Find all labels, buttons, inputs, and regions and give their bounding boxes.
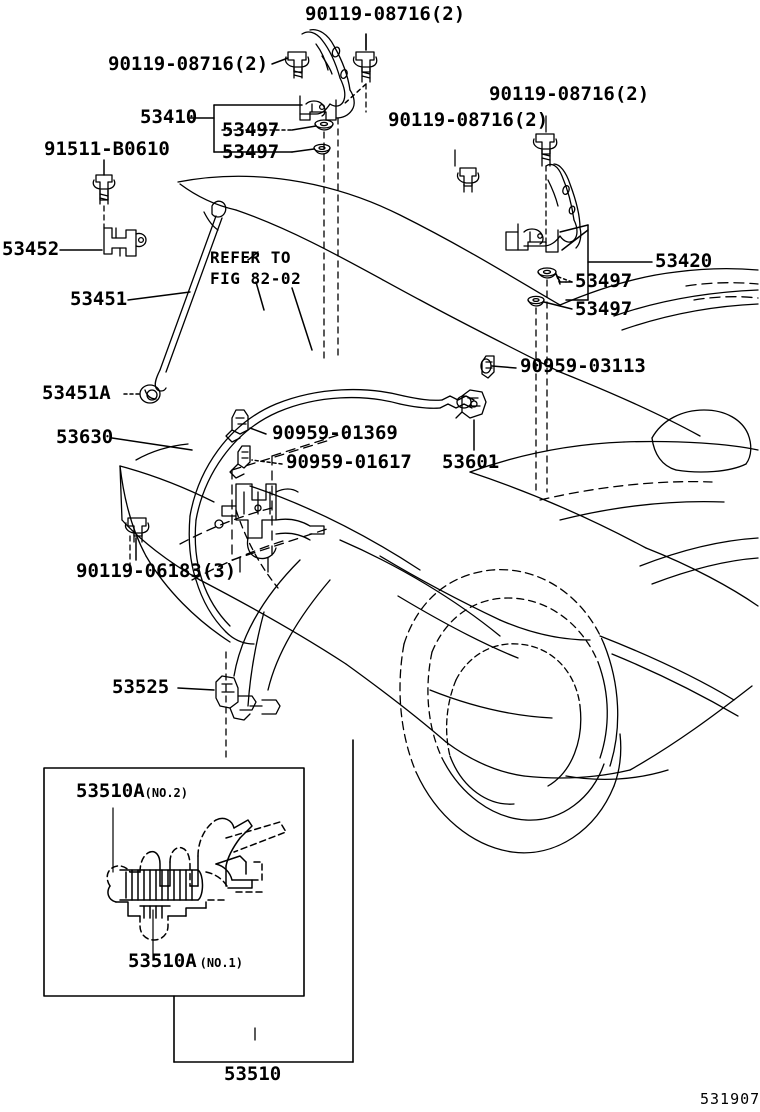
label-53452: 53452 <box>2 238 60 260</box>
label-53510A-no1-number: 53510A <box>128 950 197 972</box>
label-53497-c: 53497 <box>575 270 633 292</box>
bolt-90119-midr <box>454 149 480 193</box>
hood-lock-assembly <box>221 483 325 573</box>
label-53510A-no1: 53510A(NO.1) <box>128 952 243 971</box>
label-53451: 53451 <box>70 288 128 310</box>
washer-53497-b <box>313 143 331 155</box>
refer-note-line2: FIG 82-02 <box>210 269 302 288</box>
label-53510A-no1-suffix: (NO.1) <box>199 956 243 970</box>
clip-90959-01369 <box>225 409 249 443</box>
label-90959-01369: 90959-01369 <box>272 422 398 444</box>
label-53497-d: 53497 <box>575 298 633 320</box>
bolt-90119-left <box>284 51 310 79</box>
washer-53497-d <box>527 295 545 307</box>
washer-53497-a <box>314 119 334 131</box>
bolt-90119-right <box>532 115 558 247</box>
label-53525: 53525 <box>112 676 170 698</box>
label-53451A: 53451A <box>42 382 111 404</box>
clip-90959-03113 <box>480 355 495 379</box>
refer-note-line1: REFER TO <box>210 248 292 267</box>
label-90119-08716-right: 90119-08716(2) <box>489 83 650 105</box>
hood-release-cable <box>188 388 475 645</box>
bolt-90119-06183 <box>124 517 150 567</box>
label-53497-b: 53497 <box>222 141 280 163</box>
label-53420: 53420 <box>655 250 713 272</box>
hinge-53420 <box>505 163 582 253</box>
leader-lines <box>59 33 653 691</box>
label-53410: 53410 <box>140 106 198 128</box>
label-91511-B0610: 91511-B0610 <box>44 138 170 160</box>
bracket-53601 <box>455 389 487 419</box>
label-90959-01617: 90959-01617 <box>286 451 412 473</box>
hinge-53410 <box>299 28 355 121</box>
label-53497-a: 53497 <box>222 119 280 141</box>
hood-support-rod <box>154 200 227 392</box>
label-53510A-no2-suffix: (NO.2) <box>144 786 188 800</box>
bolt-91511 <box>92 174 116 229</box>
label-90119-08716-midright: 90119-08716(2) <box>388 109 549 131</box>
label-53510A-no2-number: 53510A <box>76 780 145 802</box>
hood-inner-panel <box>119 431 349 761</box>
inset-hood-lock-drawing <box>106 807 287 961</box>
bolt-90119-top <box>352 33 378 113</box>
clip-53525 <box>215 675 281 721</box>
label-53510A-no2: 53510A(NO.2) <box>76 782 188 801</box>
label-90959-03113: 90959-03113 <box>520 355 646 377</box>
clip-53452 <box>103 227 147 257</box>
label-53510-inset-bottom: 53510 <box>224 1063 282 1085</box>
label-90119-08716-top: 90119-08716(2) <box>305 3 466 25</box>
label-90119-06183: 90119-06183(3) <box>76 560 237 582</box>
label-53630: 53630 <box>56 426 114 448</box>
grommet-53451A <box>139 384 161 404</box>
washer-53497-c <box>537 267 557 279</box>
figure-id: 531907 <box>700 1090 760 1108</box>
clip-90959-01617 <box>229 445 251 479</box>
label-53601: 53601 <box>442 451 500 473</box>
car-body-outline <box>119 175 759 854</box>
label-90119-08716-left: 90119-08716(2) <box>108 53 269 75</box>
